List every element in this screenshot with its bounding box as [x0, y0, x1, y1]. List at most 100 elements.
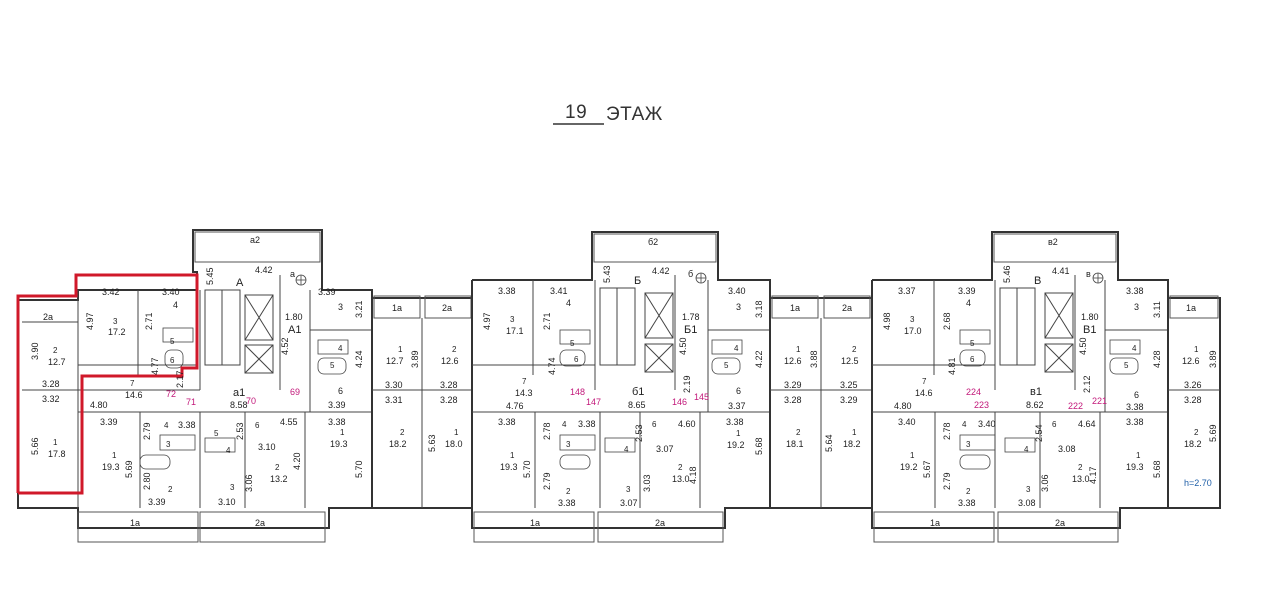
svg-text:4.80: 4.80: [894, 401, 912, 411]
svg-text:2.79: 2.79: [942, 472, 952, 490]
svg-text:1: 1: [454, 428, 459, 437]
svg-text:2.79: 2.79: [142, 422, 152, 440]
svg-text:3.28: 3.28: [784, 395, 802, 405]
svg-text:3.26: 3.26: [1184, 380, 1202, 390]
svg-text:3: 3: [626, 485, 631, 494]
section-a: а2: [17, 229, 373, 543]
balcony-v2: [993, 233, 1117, 263]
svg-text:1.78: 1.78: [682, 312, 700, 322]
svg-text:4.97: 4.97: [85, 312, 95, 330]
svg-text:2.71: 2.71: [144, 312, 154, 330]
svg-text:3.38: 3.38: [498, 286, 516, 296]
svg-text:3.38: 3.38: [178, 420, 196, 430]
svg-text:4.55: 4.55: [280, 417, 298, 427]
balcony-2a-v: [997, 511, 1119, 543]
svg-text:4.60: 4.60: [678, 419, 696, 429]
svg-text:3.89: 3.89: [410, 350, 420, 368]
svg-text:А1: А1: [288, 324, 301, 336]
svg-text:6: 6: [574, 355, 579, 364]
svg-text:3.38: 3.38: [958, 498, 976, 508]
svg-text:1: 1: [510, 451, 515, 460]
section-a-labels: 2а 3.42 3.40 4 5.45 А 4.42 а 3.39 3 3.21…: [30, 265, 364, 528]
svg-text:2.53: 2.53: [634, 424, 644, 442]
svg-text:3.41: 3.41: [550, 286, 568, 296]
svg-text:3.08: 3.08: [1018, 498, 1036, 508]
svg-text:18.1: 18.1: [786, 439, 804, 449]
svg-text:5: 5: [570, 339, 575, 348]
svg-text:а1: а1: [233, 387, 245, 399]
svg-text:2.17: 2.17: [175, 370, 185, 388]
ceiling-height-note: h=2.70: [1184, 478, 1212, 488]
svg-text:2: 2: [1194, 428, 1199, 437]
svg-text:3.21: 3.21: [354, 300, 364, 318]
svg-text:2.78: 2.78: [542, 422, 552, 440]
svg-text:1: 1: [398, 345, 403, 354]
stair-label-v: В: [1034, 275, 1041, 287]
stair-number: 223: [974, 400, 989, 410]
svg-text:1: 1: [736, 429, 741, 438]
balcony-2a-c2: [823, 295, 871, 319]
svg-text:18.2: 18.2: [1184, 439, 1202, 449]
svg-text:1а: 1а: [790, 303, 800, 313]
svg-text:5.64: 5.64: [824, 434, 834, 452]
svg-text:17.1: 17.1: [506, 326, 524, 336]
svg-text:4.42: 4.42: [255, 265, 273, 275]
balcony-2a-a: [199, 511, 326, 543]
svg-text:19.3: 19.3: [1126, 462, 1144, 472]
svg-text:2: 2: [678, 463, 683, 472]
svg-text:5: 5: [170, 337, 175, 346]
svg-text:8.62: 8.62: [1026, 400, 1044, 410]
svg-text:4.20: 4.20: [292, 452, 302, 470]
svg-text:3.06: 3.06: [244, 474, 254, 492]
svg-text:13.0: 13.0: [1072, 474, 1090, 484]
svg-text:1а: 1а: [392, 303, 402, 313]
svg-text:3.39: 3.39: [148, 497, 166, 507]
svg-text:6: 6: [1052, 420, 1057, 429]
svg-text:2а: 2а: [255, 518, 265, 528]
svg-text:в: в: [1086, 269, 1091, 279]
svg-text:4.50: 4.50: [678, 337, 688, 355]
svg-text:3: 3: [338, 302, 343, 312]
svg-text:4: 4: [734, 344, 739, 353]
svg-text:5: 5: [214, 429, 219, 438]
svg-text:1: 1: [1136, 451, 1141, 460]
svg-text:3: 3: [566, 440, 571, 449]
stair-number: 148: [570, 387, 585, 397]
stair-number: 145: [694, 392, 709, 402]
svg-text:3.28: 3.28: [440, 380, 458, 390]
svg-text:3.11: 3.11: [1152, 301, 1162, 318]
svg-text:3.38: 3.38: [1126, 402, 1144, 412]
svg-text:2: 2: [966, 487, 971, 496]
svg-text:2: 2: [275, 463, 280, 472]
svg-text:4: 4: [164, 421, 169, 430]
svg-text:1а: 1а: [130, 518, 140, 528]
stair-number: 71: [186, 397, 196, 407]
svg-text:12.6: 12.6: [441, 356, 459, 366]
svg-text:3.40: 3.40: [898, 417, 916, 427]
svg-text:3.03: 3.03: [642, 474, 652, 492]
svg-text:3.30: 3.30: [385, 380, 403, 390]
balcony-1a-v: [873, 511, 995, 543]
svg-text:4.18: 4.18: [688, 466, 698, 484]
svg-text:В1: В1: [1083, 324, 1096, 336]
svg-text:2.12: 2.12: [1082, 375, 1092, 393]
svg-text:3.06: 3.06: [1040, 474, 1050, 492]
connector-1: 1а 2а 1 12.7 3.89 2 12.6 3.30 3.28 3.31 …: [371, 295, 473, 509]
svg-text:12.5: 12.5: [841, 356, 859, 366]
svg-text:2: 2: [452, 345, 457, 354]
svg-text:17.8: 17.8: [48, 449, 66, 459]
svg-text:5.69: 5.69: [1208, 424, 1218, 442]
svg-text:3.38: 3.38: [1126, 417, 1144, 427]
svg-text:2: 2: [168, 485, 173, 494]
svg-text:4.42: 4.42: [652, 266, 670, 276]
section-v-outline: [871, 231, 1169, 529]
svg-text:а: а: [290, 269, 295, 279]
svg-text:3.29: 3.29: [840, 395, 858, 405]
svg-text:4: 4: [962, 420, 967, 429]
svg-text:6: 6: [338, 386, 343, 396]
svg-text:18.2: 18.2: [389, 439, 407, 449]
svg-text:6: 6: [652, 420, 657, 429]
balcony-1a-c1: [373, 295, 421, 319]
svg-text:3.08: 3.08: [1058, 444, 1076, 454]
svg-text:3.40: 3.40: [162, 287, 180, 297]
